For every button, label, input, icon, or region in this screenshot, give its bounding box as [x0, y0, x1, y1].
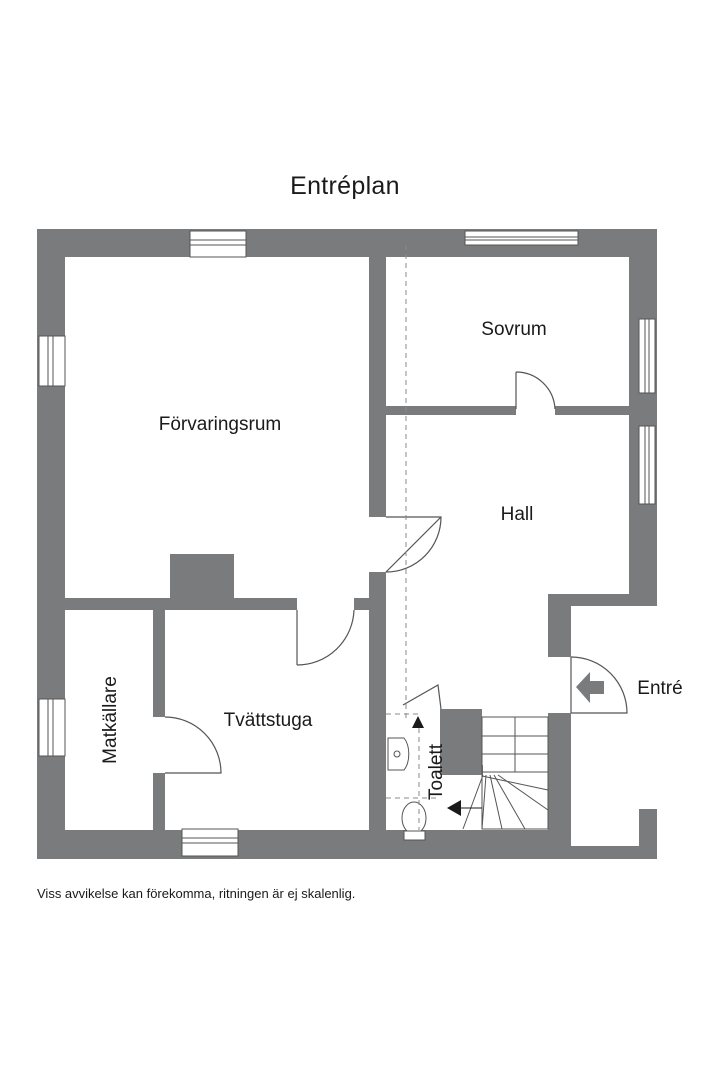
disclaimer-text: Viss avvikelse kan förekomma, ritningen …: [37, 886, 356, 901]
room-label-laundry: Tvättstuga: [224, 710, 313, 731]
door-swing-icon: [164, 371, 628, 774]
room-label-storage: Förvaringsrum: [159, 414, 281, 435]
toilet-icon: [401, 801, 427, 841]
plan-title: Entréplan: [290, 172, 400, 200]
toilet-entry-arrow: [412, 716, 424, 728]
room-label-hall: Hall: [501, 504, 534, 525]
window-icon: [38, 230, 656, 857]
room-label-bedroom: Sovrum: [481, 319, 546, 340]
stairs-icon: [462, 716, 549, 830]
room-label-toilet: Toalett: [426, 743, 447, 800]
arrow-right-icon: [576, 672, 604, 703]
room-label-pantry: Matkällare: [100, 676, 121, 764]
sink-icon: [387, 737, 410, 771]
dashed-guides: [386, 245, 440, 830]
room-label-entrance: Entré: [637, 678, 682, 699]
interior-walls: [37, 245, 643, 833]
stairs-direction-arrow: [447, 800, 461, 816]
outer-walls: [37, 229, 657, 859]
